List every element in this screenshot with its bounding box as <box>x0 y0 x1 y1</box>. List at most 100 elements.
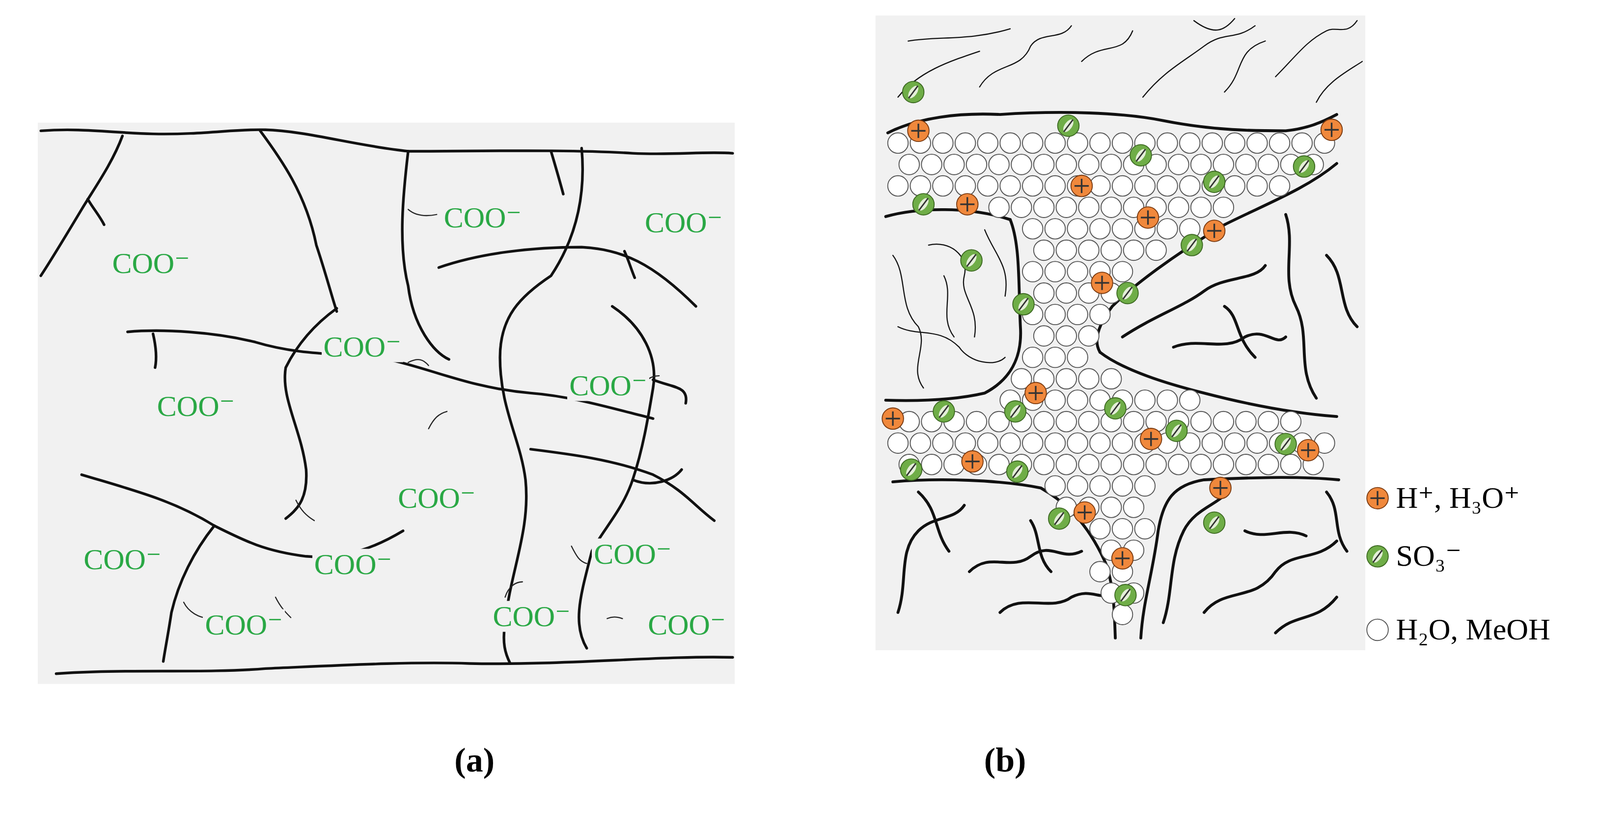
proton-symbol <box>1209 477 1232 499</box>
label-holder: COO⁻ <box>567 370 649 402</box>
polymer-chain <box>1140 477 1339 638</box>
solvent-molecule <box>1078 154 1100 175</box>
solvent-molecule <box>1056 368 1077 389</box>
proton-symbol <box>1366 487 1389 510</box>
solvent-molecule <box>1246 133 1268 154</box>
solvent-molecule <box>1157 133 1178 154</box>
sulfonate-mark <box>904 461 919 478</box>
plus-sign <box>1150 431 1152 446</box>
plus-sign <box>1101 275 1103 290</box>
side-chain <box>296 500 315 522</box>
legend-text: H₂O, MeOH <box>1395 613 1550 646</box>
sulfonate-mark <box>1281 438 1291 451</box>
plus-sign <box>1083 505 1086 520</box>
solvent-molecule <box>977 432 999 454</box>
sulfonate-mark <box>1051 510 1067 527</box>
solvent-molecule <box>1168 154 1189 175</box>
solvent-molecule <box>1190 154 1212 175</box>
plus-sign <box>1376 491 1379 506</box>
label-holder: COO⁻ <box>395 482 478 514</box>
solvent-molecule <box>1045 432 1066 454</box>
sulfonate-symbol <box>1012 293 1035 316</box>
sulfonate-mark <box>918 198 929 211</box>
solvent-molecule <box>1235 411 1257 433</box>
sulfonate-mark <box>1184 237 1199 253</box>
polymer-chain <box>897 505 965 613</box>
solvent-molecule <box>1089 218 1111 240</box>
proton-symbol <box>1297 439 1320 462</box>
solvent-molecule <box>1033 154 1055 175</box>
solvent-molecule <box>1179 389 1201 411</box>
solvent-molecule <box>1190 454 1212 475</box>
solvent-molecule <box>1112 175 1133 197</box>
polymer-chain <box>885 219 1021 401</box>
sulfonate-symbol <box>1274 433 1297 455</box>
sulfonate-symbol <box>1130 144 1152 166</box>
solvent-molecule <box>1033 196 1055 218</box>
polymer-chain <box>1122 265 1266 337</box>
sulfonate-mark <box>1187 239 1197 252</box>
solvent-molecules <box>887 133 1335 626</box>
carboxylate-label: COO⁻ <box>490 600 573 632</box>
proton-symbol <box>1321 118 1343 141</box>
solvent-molecule <box>1269 175 1291 197</box>
sulfonate-symbol <box>1165 419 1188 442</box>
polymer-chain <box>1326 255 1357 327</box>
solvent-molecule <box>1190 411 1212 433</box>
label-holder: COO⁻ <box>202 608 285 640</box>
proton-symbol <box>1071 175 1093 197</box>
solvent-molecule <box>1246 432 1268 454</box>
solvent-molecule <box>1045 261 1066 282</box>
solvent-molecule <box>1112 218 1133 240</box>
solvent-molecule <box>1056 454 1077 475</box>
proton-symbol <box>1137 206 1159 229</box>
plus-sign <box>1121 551 1124 566</box>
solvent-molecule <box>1011 196 1032 218</box>
solvent-molecule <box>1045 218 1066 240</box>
polymer-chain <box>653 379 687 404</box>
solvent-molecule <box>1202 133 1223 154</box>
solvent-molecule <box>943 154 965 175</box>
side-chain <box>505 581 523 598</box>
sulfonate-mark <box>1008 403 1023 420</box>
sulfonate-mark <box>966 254 977 267</box>
solvent-molecule <box>977 175 999 197</box>
solvent-molecule <box>1258 154 1279 175</box>
label-holder: COO⁻ <box>321 331 404 363</box>
sulfonate-mark <box>1110 402 1121 415</box>
proton-symbol <box>907 120 930 142</box>
solvent-molecule <box>1101 154 1122 175</box>
sulfonate-mark <box>1120 285 1135 302</box>
proton-symbol <box>1074 501 1096 524</box>
solvent-molecule <box>1168 196 1189 218</box>
solvent-molecule <box>1213 411 1235 433</box>
proton-symbol <box>956 193 979 216</box>
polymer-chain <box>918 492 949 552</box>
polymer-chain <box>624 251 635 278</box>
solvent-molecule <box>1235 154 1257 175</box>
side-chain <box>408 359 429 366</box>
solvent-molecule <box>1269 133 1291 154</box>
solvent-molecule <box>1067 218 1088 240</box>
polymer-chain <box>1100 352 1337 417</box>
polymer-chain <box>1285 214 1317 399</box>
solvent-molecule <box>1056 325 1077 347</box>
solvent-molecule <box>1179 175 1201 197</box>
panel-ground <box>875 15 1366 651</box>
sulfonate-mark <box>1133 147 1149 164</box>
side-chain <box>408 209 437 216</box>
polymer-chain <box>1081 30 1133 62</box>
label-holder: COO⁻ <box>81 543 164 575</box>
solvent-molecule <box>1022 175 1044 197</box>
solvent-molecule <box>1022 432 1044 454</box>
proton-symbol <box>1203 220 1226 242</box>
polymer-chain <box>1244 530 1307 536</box>
solvent-molecule <box>1089 133 1111 154</box>
polymer-chain <box>1193 18 1235 30</box>
carboxylate-label: COO⁻ <box>155 390 237 422</box>
solvent-molecule <box>932 175 954 197</box>
sulfonate-mark <box>908 85 918 99</box>
solvent-molecule <box>1056 411 1077 433</box>
polymer-chain <box>999 592 1113 613</box>
